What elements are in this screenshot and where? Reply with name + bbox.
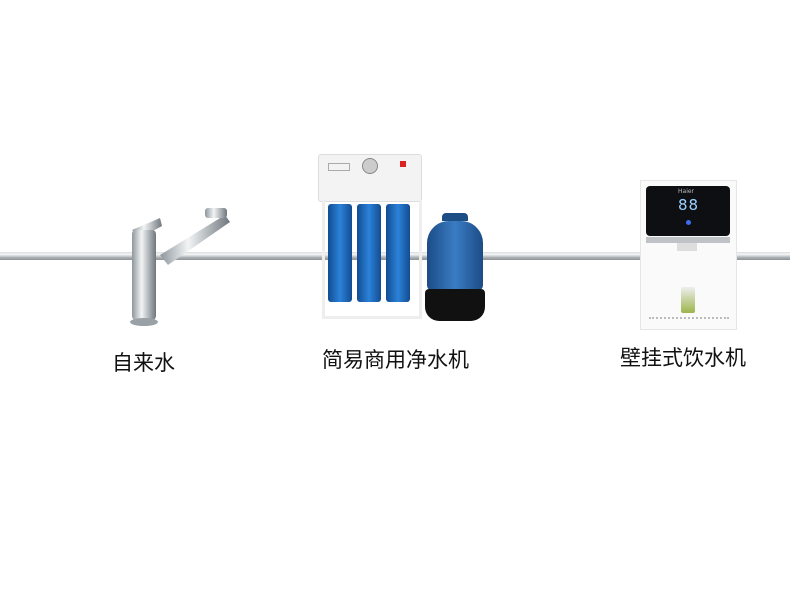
label-commercial-purifier: 简易商用净水机	[322, 348, 469, 372]
temperature-display: 88	[678, 196, 700, 214]
pressure-tank	[425, 213, 485, 321]
label-wall-dispenser: 壁挂式饮水机	[620, 346, 746, 370]
label-tap-water: 自来水	[112, 351, 175, 375]
brand-logo: Haier	[678, 188, 695, 195]
wall-mounted-water-dispenser: Haier 88	[640, 180, 737, 330]
faucet-icon	[130, 208, 230, 326]
commercial-water-purifier	[318, 154, 422, 322]
